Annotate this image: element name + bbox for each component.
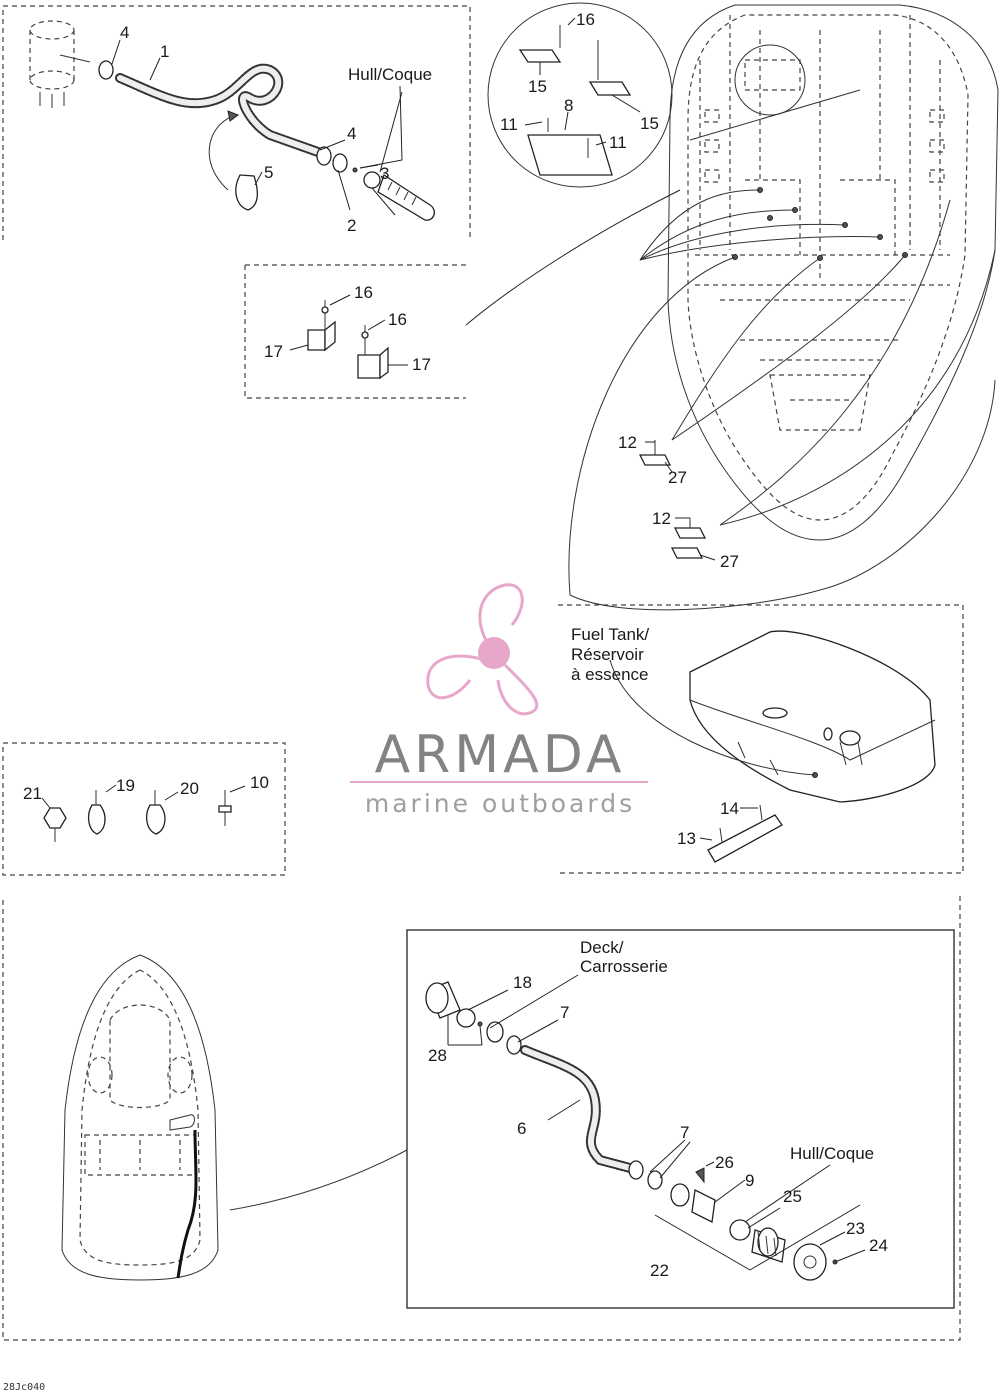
vent-fitting xyxy=(377,174,435,221)
callout-16-a: 16 xyxy=(354,283,373,302)
bottom-frame xyxy=(2,895,961,1341)
hull-outline-inner xyxy=(687,14,969,521)
callout-4-lower: 4 xyxy=(347,124,356,143)
washer xyxy=(363,171,381,189)
caption-fuel-tank-3: à essence xyxy=(571,665,649,684)
fuel-tank-detail: Fuel Tank/ Réservoir à essence 14 13 xyxy=(571,625,936,863)
callout-10: 10 xyxy=(250,773,269,792)
hose-6 xyxy=(520,1045,635,1173)
callout-27-a: 27 xyxy=(668,468,687,487)
clip-detail-frame xyxy=(244,264,466,399)
callout-5: 5 xyxy=(264,163,273,182)
callout-1: 1 xyxy=(160,42,169,61)
callout-13: 13 xyxy=(677,829,696,848)
callout-17-b: 17 xyxy=(412,355,431,374)
callout-28: 28 xyxy=(428,1046,447,1065)
fuel-tank xyxy=(689,630,936,803)
callout-3: 3 xyxy=(380,164,389,183)
callout-6: 6 xyxy=(517,1119,526,1138)
callout-15-a: 15 xyxy=(528,77,547,96)
callout-17-a: 17 xyxy=(264,342,283,361)
nut xyxy=(332,153,348,173)
caption-deck-1: Deck/ xyxy=(580,938,624,957)
fasteners-box: 21 19 20 10 xyxy=(23,773,269,842)
tie-strap xyxy=(235,174,259,211)
watermark-tagline: marine outboards xyxy=(365,789,635,818)
caption-fuel-tank-2: Réservoir xyxy=(571,645,644,664)
callout-18: 18 xyxy=(513,973,532,992)
callout-11-a: 11 xyxy=(500,115,518,134)
callout-15-b: 15 xyxy=(640,114,659,133)
caption-hull-bottom: Hull/Coque xyxy=(790,1144,874,1163)
callout-24: 24 xyxy=(869,1236,888,1255)
figure-code: 28Jc040 xyxy=(3,1382,45,1393)
top-left-frame xyxy=(2,5,471,240)
boat-top-view xyxy=(61,954,408,1281)
clip-detail: 16 16 17 17 xyxy=(264,189,681,380)
callout-16-b: 16 xyxy=(388,310,407,329)
watermark-brand: ARMADA xyxy=(375,725,626,785)
frame-boxes xyxy=(2,5,964,1341)
propeller-logo xyxy=(426,583,539,716)
hull-brackets: 12 27 12 27 xyxy=(618,433,739,571)
callout-7-b: 7 xyxy=(680,1123,689,1142)
hose-clamp-lower xyxy=(316,146,332,166)
callout-27-b: 27 xyxy=(720,552,739,571)
vent-kit: 18 7 28 6 7 26 9 25 23 24 22 Deck/ Carro… xyxy=(425,938,888,1281)
callout-21: 21 xyxy=(23,784,42,803)
callout-12-b: 12 xyxy=(652,509,671,528)
vent-hose-route xyxy=(176,1129,198,1279)
hose-clamp-upper xyxy=(98,60,114,80)
vent-hose-assembly: 1 4 4 3 2 5 Hull/Coque xyxy=(29,20,435,235)
callout-23: 23 xyxy=(846,1219,865,1238)
callout-19: 19 xyxy=(116,776,135,795)
fuel-tank-frame xyxy=(558,604,964,874)
callout-9: 9 xyxy=(745,1171,754,1190)
callout-22: 22 xyxy=(650,1261,669,1280)
callout-20: 20 xyxy=(180,779,199,798)
caption-deck-2: Carrosserie xyxy=(580,957,668,976)
callout-2: 2 xyxy=(347,216,356,235)
callout-8: 8 xyxy=(564,96,573,115)
callout-7-a: 7 xyxy=(560,1003,569,1022)
callout-12-a: 12 xyxy=(618,433,637,452)
boat-outline xyxy=(61,954,219,1281)
callout-11-b: 11 xyxy=(609,133,627,152)
caption-fuel-tank-1: Fuel Tank/ xyxy=(571,625,649,644)
callout-25: 25 xyxy=(783,1187,802,1206)
fasteners-frame xyxy=(2,742,286,876)
filler-neck-sketch xyxy=(29,20,91,108)
hull-outline-outer xyxy=(667,4,999,541)
armada-watermark: ARMADA marine outboards xyxy=(350,583,648,818)
caption-hull-top: Hull/Coque xyxy=(348,65,432,84)
callout-26: 26 xyxy=(715,1153,734,1172)
callout-16-c: 16 xyxy=(576,10,595,29)
callout-4-upper: 4 xyxy=(120,23,129,42)
callout-14: 14 xyxy=(720,799,739,818)
strap-arrow xyxy=(208,114,239,191)
vent-kit-frame xyxy=(406,929,955,1309)
circle-detail: 16 15 15 8 11 11 xyxy=(487,2,673,188)
hull-plan-view xyxy=(568,4,999,611)
